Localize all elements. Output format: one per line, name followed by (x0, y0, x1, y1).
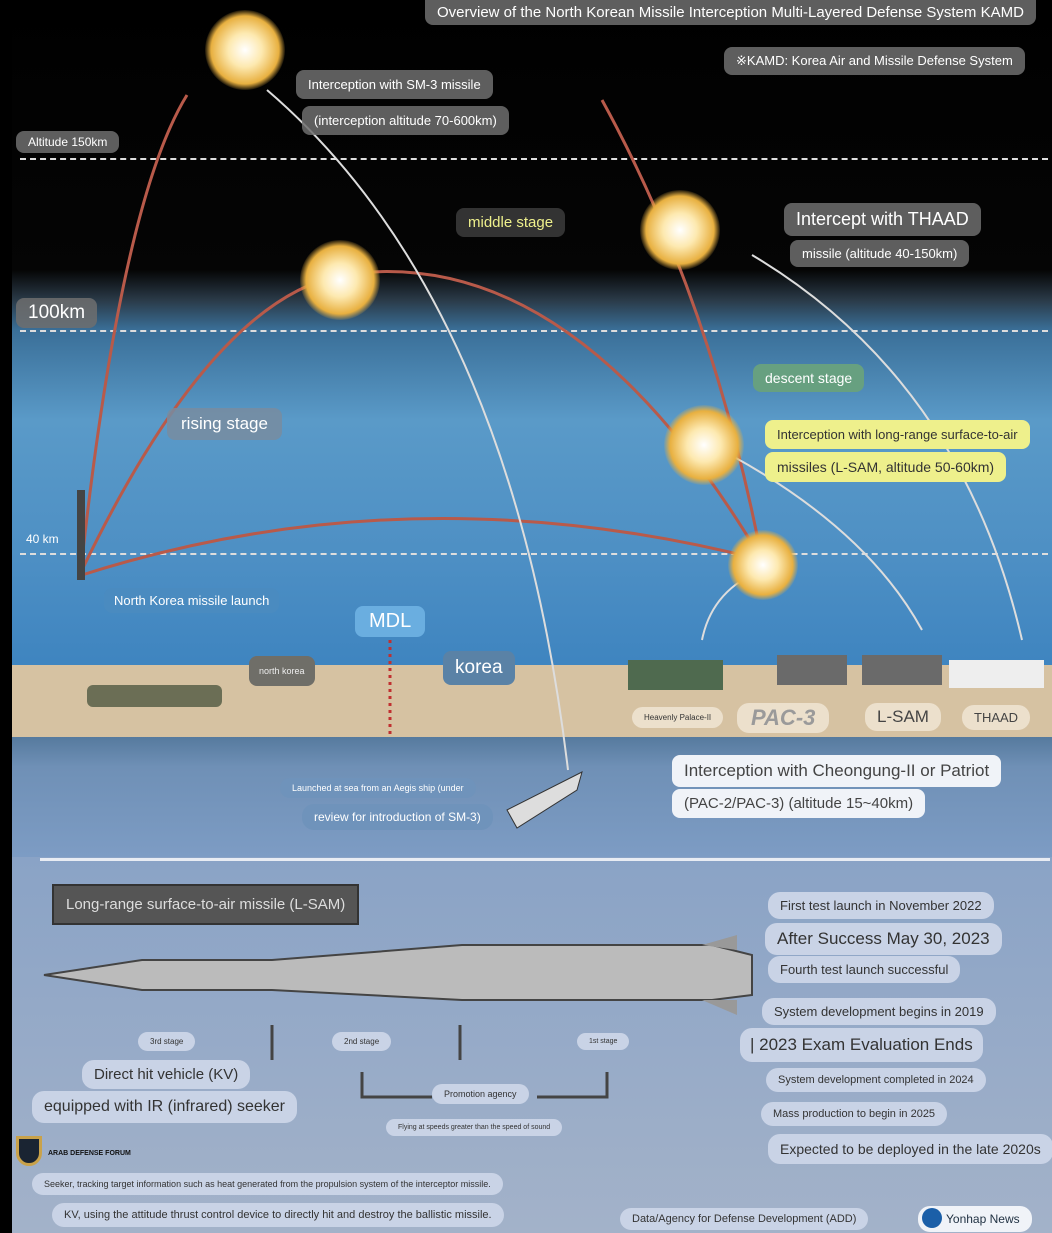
kv-label: Direct hit vehicle (KV) (82, 1060, 251, 1089)
timeline-item: System development begins in 2019 (762, 998, 996, 1025)
lsam-title: Long-range surface-to-air missile (L-SAM… (52, 884, 360, 925)
mdl-label: MDL (355, 606, 426, 637)
explosion-icon (205, 10, 285, 90)
pac3-launcher-icon (777, 655, 847, 685)
rising-stage-label: rising stage (167, 408, 282, 440)
middle-stage-label: middle stage (456, 208, 566, 237)
timeline-item: Mass production to begin in 2025 (761, 1102, 948, 1126)
explosion-icon (728, 530, 798, 600)
kamd-note: ※KAMD: Korea Air and Missile Defense Sys… (724, 47, 1025, 75)
thaad-path (751, 254, 1023, 641)
altitude-40-line (20, 553, 1048, 555)
north-korea-label: north korea (249, 656, 315, 686)
system-heavenly-palace: Heavenly Palace-II (632, 707, 724, 728)
stage-3: 3rd stage (138, 1032, 196, 1051)
kv-note: KV, using the attitude thrust control de… (52, 1203, 504, 1227)
aegis-label-2: review for introduction of SM-3) (302, 804, 493, 830)
timeline-item: Fourth test launch successful (768, 956, 961, 983)
stage-2: 2nd stage (332, 1032, 392, 1051)
yonhap-logo-icon (922, 1208, 942, 1228)
descent-stage-label: descent stage (753, 364, 865, 392)
korea-label: korea (443, 651, 515, 685)
seeker-note: Seeker, tracking target information such… (32, 1173, 503, 1195)
altitude-100-label: 100km (16, 298, 98, 328)
lsam-missile-icon (43, 944, 753, 1001)
timeline-item: After Success May 30, 2023 (765, 923, 1002, 955)
source-label: Data/Agency for Defense Development (ADD… (620, 1208, 869, 1230)
nk-launch-label: North Korea missile launch (104, 588, 280, 613)
lsam-intercept-label-2: missiles (L-SAM, altitude 50-60km) (765, 452, 1007, 482)
altitude-100-line (20, 330, 1048, 332)
lsam-launcher-icon (862, 655, 942, 685)
system-thaad: THAAD (962, 705, 1031, 730)
aegis-ship-icon (506, 771, 583, 829)
altitude-150-label: Altitude 150km (16, 131, 120, 153)
publisher-label: Yonhap News (918, 1206, 1032, 1232)
explosion-icon (640, 190, 720, 270)
timeline-item: | 2023 Exam Evaluation Ends (740, 1028, 983, 1062)
altitude-150-line (20, 158, 1048, 160)
system-lsam: L-SAM (865, 703, 941, 731)
nk-missile-icon (77, 490, 85, 580)
infographic: Overview of the North Korean Missile Int… (12, 0, 1052, 1233)
trajectory-low (81, 517, 763, 577)
seeker-label: equipped with IR (infrared) seeker (32, 1091, 298, 1123)
patriot-label-2: (PAC-2/PAC-3) (altitude 15~40km) (672, 789, 926, 818)
arab-defense-forum-watermark: ARAB DEFENSE FORUM (48, 1150, 131, 1157)
nk-launcher-icon (87, 685, 222, 707)
lsam-missile-diagram (43, 935, 753, 1099)
altitude-40-label: 40 km (26, 532, 59, 546)
sm3-label-2: (interception altitude 70-600km) (302, 106, 509, 135)
sm3-label-1: Interception with SM-3 missile (296, 70, 493, 99)
timeline-item: System development completed in 2024 (766, 1068, 986, 1092)
timeline-item: First test launch in November 2022 (768, 892, 994, 919)
publisher-name: Yonhap News (946, 1212, 1020, 1226)
heavenly-palace-launcher-icon (628, 660, 723, 690)
trajectory-high (80, 94, 189, 561)
thaad-label-1: Intercept with THAAD (784, 203, 981, 236)
thaad-label-2: missile (altitude 40-150km) (790, 240, 970, 267)
patriot-label-1: Interception with Cheongung-II or Patrio… (672, 755, 1002, 787)
trajectory-thaad-target (600, 99, 764, 561)
aegis-label-1: Launched at sea from an Aegis ship (unde… (280, 778, 476, 798)
section-divider (40, 858, 1050, 861)
stage-1: 1st stage (577, 1033, 630, 1050)
lsam-intercept-label-1: Interception with long-range surface-to-… (765, 420, 1030, 449)
page-title: Overview of the North Korean Missile Int… (425, 0, 1036, 25)
system-pac3: PAC-3 (737, 703, 830, 733)
shield-logo-icon (16, 1136, 42, 1166)
lsam-path (701, 439, 923, 631)
thaad-launcher-icon (949, 660, 1044, 688)
explosion-icon (664, 405, 744, 485)
agency-label: Promotion agency (432, 1084, 529, 1104)
speed-label: Flying at speeds greater than the speed … (386, 1119, 563, 1136)
explosion-icon (300, 240, 380, 320)
sm3-path (266, 89, 569, 771)
timeline-item: Expected to be deployed in the late 2020… (768, 1134, 1052, 1164)
